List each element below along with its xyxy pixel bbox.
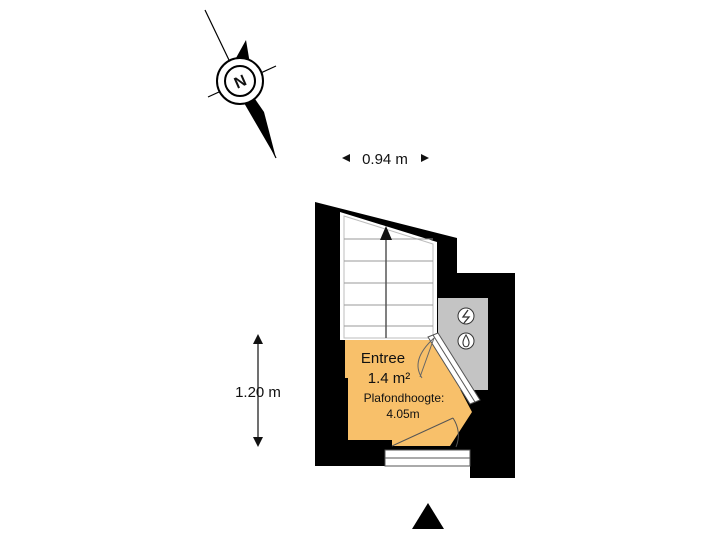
height-arrow-top — [253, 334, 263, 344]
stairwell-area — [340, 212, 437, 340]
entrance-arrow-icon — [412, 503, 444, 529]
electricity-meter-icon — [457, 307, 475, 325]
room-area: 1.4 m² — [368, 370, 411, 387]
water-meter-icon — [457, 332, 475, 350]
width-label: 0.94 m — [362, 151, 408, 168]
width-arrow-right — [421, 154, 429, 162]
height-label: 1.20 m — [235, 384, 281, 401]
room-name: Entree — [361, 350, 405, 367]
entrance-door — [384, 417, 471, 467]
height-dimension: 1.20 m — [235, 334, 281, 447]
ceiling-height-label: Plafondhoogte: — [364, 391, 445, 405]
compass-inner-ring — [224, 65, 256, 97]
room-entree — [345, 340, 472, 446]
height-arrow-bottom — [253, 437, 263, 447]
width-dimension: 0.94 m — [342, 151, 429, 168]
compass: N — [204, 9, 277, 159]
compass-south-pointer — [240, 86, 276, 158]
stair-direction-arrow-icon — [380, 226, 392, 240]
width-arrow-left — [342, 154, 350, 162]
interior-door — [417, 332, 481, 405]
ceiling-height-value: 4.05m — [386, 407, 419, 421]
